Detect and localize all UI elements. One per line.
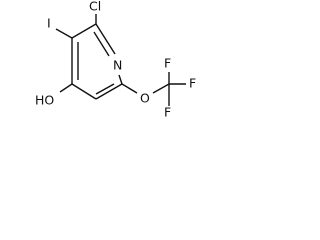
atom-label-hydroxyl: HO [35,93,54,108]
atom-label-fluorine-right: F [189,76,196,91]
bond-o-cf3 [152,83,170,94]
bond-c6-o [121,83,138,94]
structure-diagram: Cl I N HO O F F F [35,0,196,120]
atom-label-oxygen: O [140,91,150,106]
atom-label-nitrogen: N [113,58,122,73]
atom-label-fluorine-bottom: F [164,105,171,120]
atom-label-fluorine-top: F [164,56,171,71]
bond-n1-c6 [118,74,123,85]
bond-c4-oh [59,83,73,93]
bond-c3-c2 [71,23,97,39]
bond-c5-c4 [71,83,97,100]
bond-c2-n1-inner [93,31,110,57]
bond-c6-c5 [95,83,123,100]
bond-c6-c5-inner [95,83,115,95]
atom-label-iodine: I [47,16,51,31]
atom-label-chlorine: Cl [89,0,101,14]
bond-c2-n1 [95,23,116,55]
bond-c3-i [55,28,73,39]
